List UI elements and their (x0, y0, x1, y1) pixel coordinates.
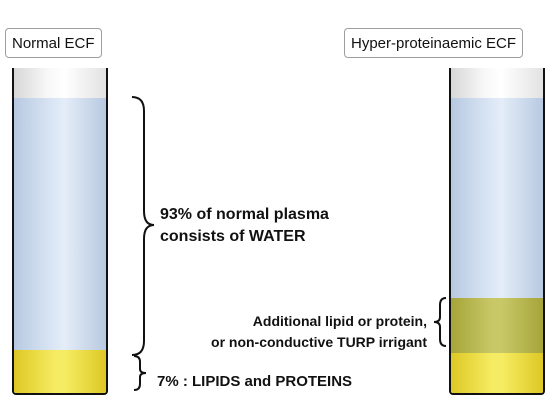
normal-ecf-tube (12, 68, 108, 395)
additional-annotation-line1: Additional lipid or protein, (252, 313, 427, 329)
additional-lipid-protein-layer (451, 298, 543, 353)
hyper-proteinaemic-ecf-tube (449, 68, 545, 395)
water-layer (451, 98, 543, 298)
hyper-proteinaemic-ecf-title: Hyper-proteinaemic ECF (351, 35, 517, 52)
normal-ecf-title: Normal ECF (12, 35, 95, 52)
water-annotation-line1: 93% of normal plasma (160, 206, 329, 223)
lipid-protein-layer (14, 350, 106, 393)
hyper-proteinaemic-ecf-label: Hyper-proteinaemic ECF (344, 28, 524, 58)
additional-annotation: Additional lipid or protein, or non-cond… (211, 311, 427, 353)
lipid-brace (133, 355, 147, 391)
water-brace (131, 96, 155, 356)
tube-empty-top (14, 68, 106, 98)
normal-ecf-label: Normal ECF (5, 28, 102, 58)
tube-empty-top (451, 68, 543, 98)
water-annotation: 93% of normal plasma consists of WATER (160, 204, 329, 248)
lipid-annotation: 7% : LIPIDS and PROTEINS (157, 371, 352, 392)
water-annotation-line2: consists of WATER (160, 228, 306, 245)
additional-brace (433, 297, 447, 347)
water-layer (14, 98, 106, 350)
lipid-annotation-text: 7% : LIPIDS and PROTEINS (157, 373, 353, 390)
lipid-protein-layer (451, 353, 543, 393)
additional-annotation-line2: or non-conductive TURP irrigant (211, 334, 427, 350)
